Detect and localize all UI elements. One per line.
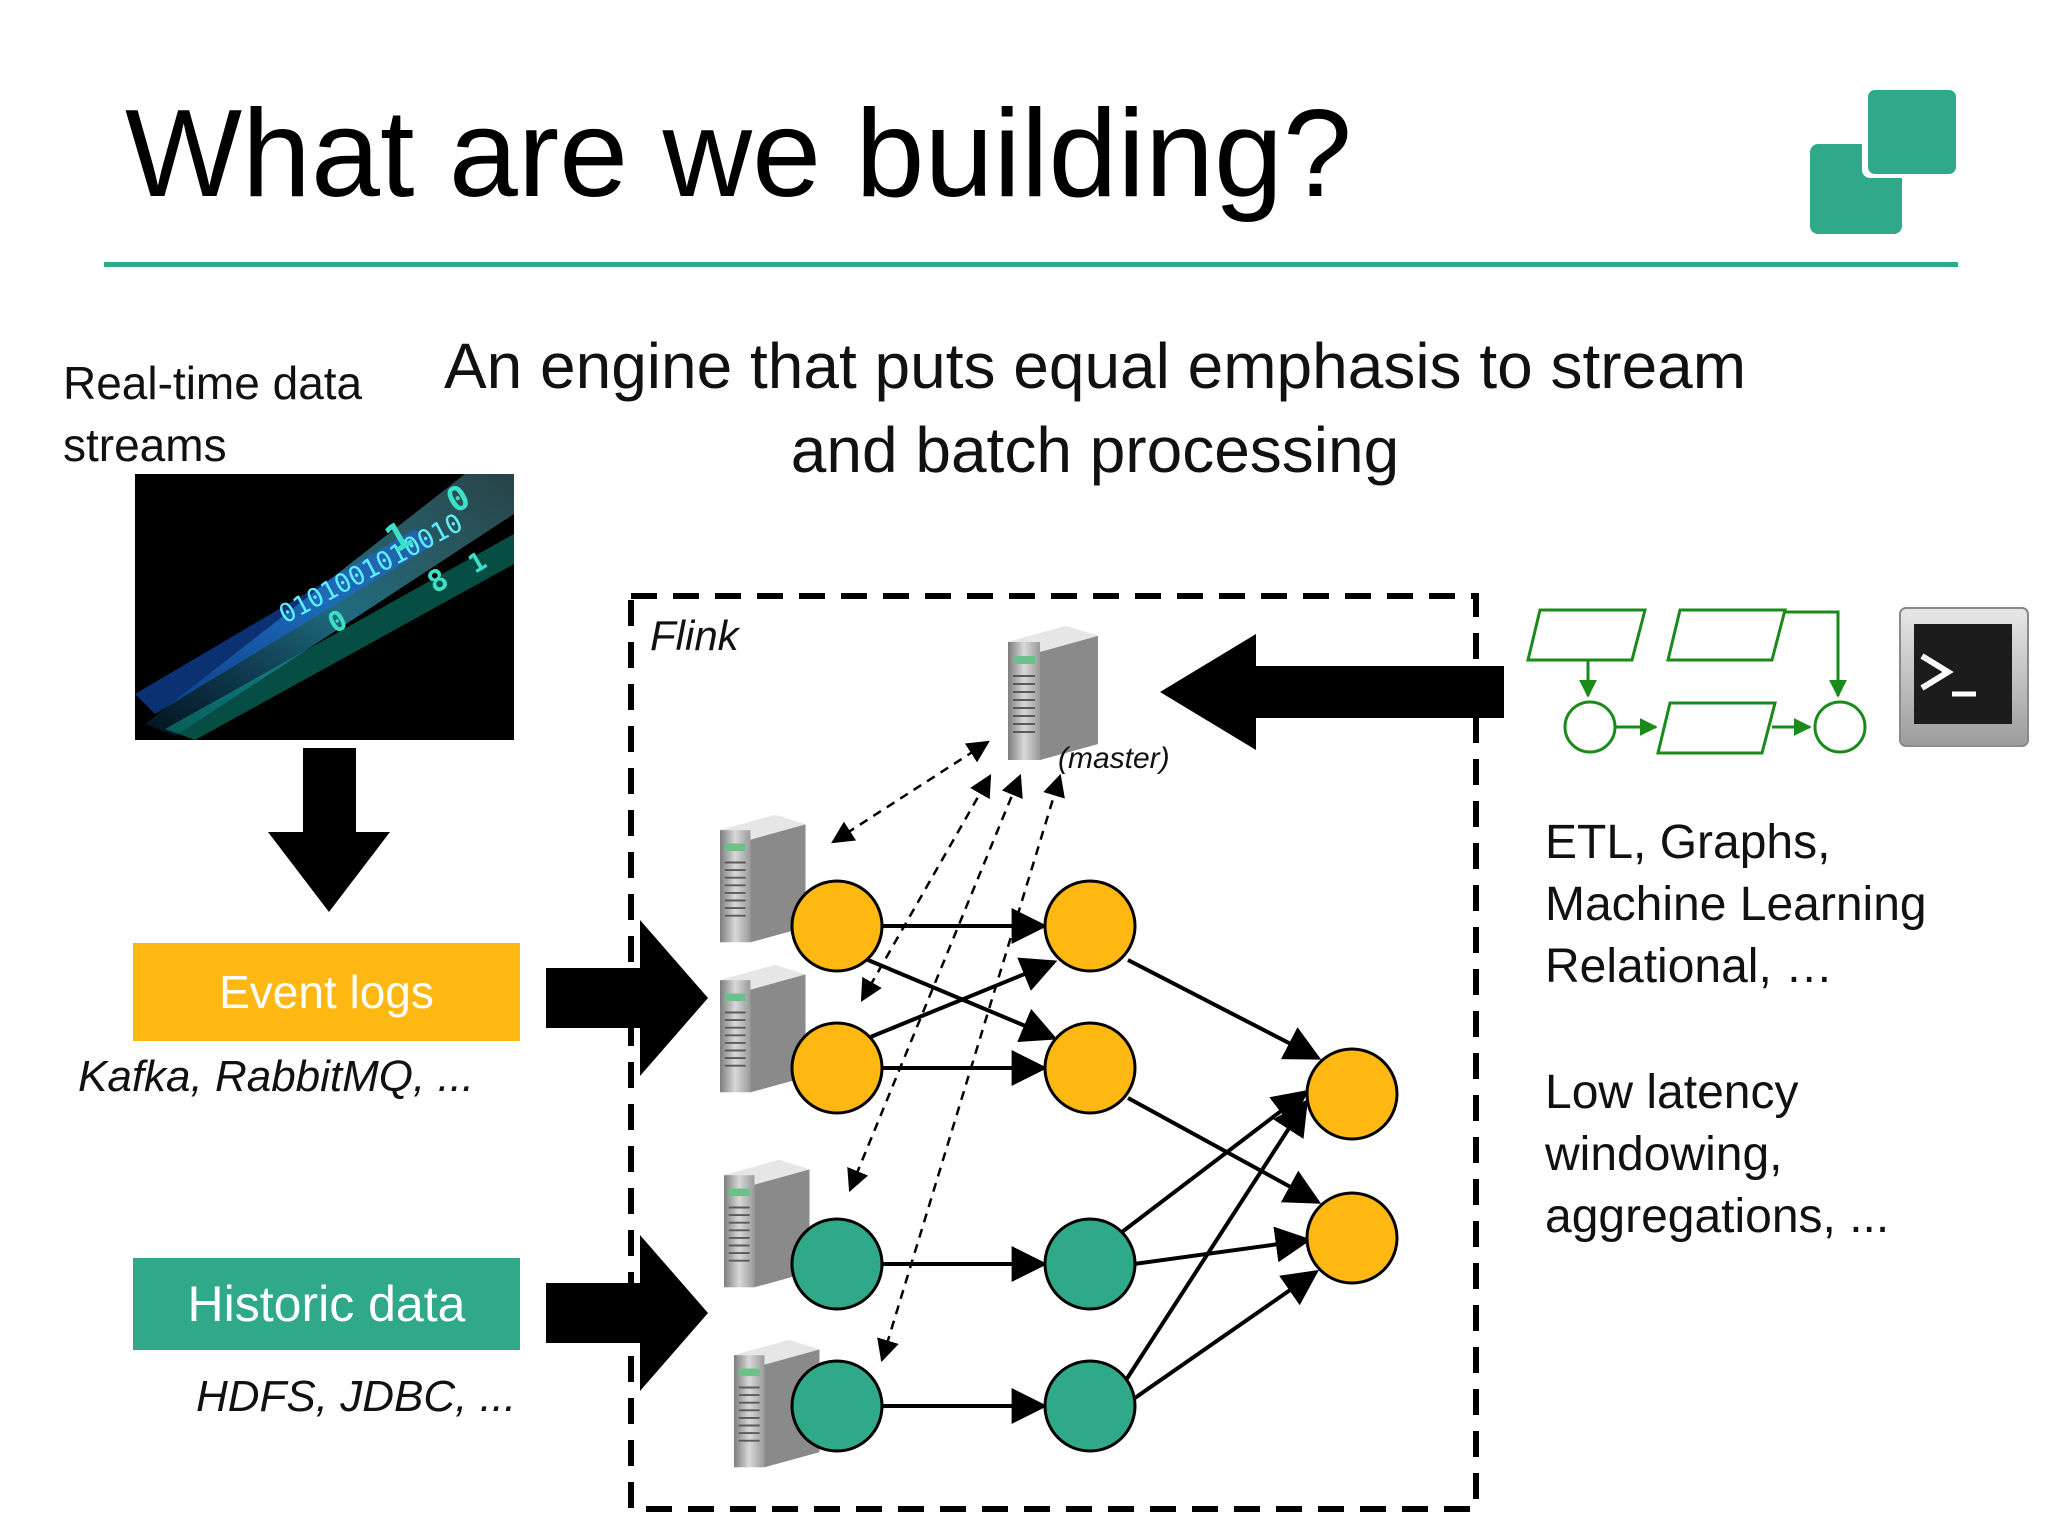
terminal-icon [1899,607,2029,747]
logo-icon [1810,86,1958,234]
flink-label: Flink [650,612,739,659]
workflow-icon [1526,608,1867,755]
slide-title: What are we building? [125,85,1352,223]
server-icon [723,1159,811,1289]
source-node [790,1359,884,1453]
source-node [790,1217,884,1311]
operator-node [1043,1021,1137,1115]
flink-cluster-box [628,593,1479,1512]
server-icon [733,1339,821,1469]
subtitle: An engine that puts equal emphasis to st… [443,330,1747,486]
source-node [790,1021,884,1115]
event-logs-caption: Kafka, RabbitMQ, ... [78,1052,475,1101]
operator-node [1043,1359,1137,1453]
sink-node [1305,1047,1399,1141]
operator-node [1043,1217,1137,1311]
server-icon [719,964,807,1094]
historic-data-box: Historic data [133,1258,520,1350]
sink-node [1305,1191,1399,1285]
batch-use-cases: ETL, Graphs, Machine Learning Relational… [1545,816,1927,993]
source-node [790,879,884,973]
stream-label: Real-time data streams [63,357,363,471]
master-label: (master) [1058,742,1170,775]
stream-use-cases: Low latency windowing, aggregations, ... [1545,1066,1890,1243]
data-stream-image: 0101001010010 0 1 8 0 1 [135,474,514,740]
stream-to-logs-arrow [268,748,390,912]
event-logs-box: Event logs [133,943,520,1041]
event-logs-arrow [546,920,708,1076]
program-submit-arrow [1160,634,1504,750]
operator-node [1043,879,1137,973]
title-divider [104,262,1958,267]
historic-data-arrow [546,1235,708,1391]
historic-data-caption: HDFS, JDBC, ... [196,1372,517,1421]
server-icon [719,814,807,944]
server-icon [1007,625,1099,761]
